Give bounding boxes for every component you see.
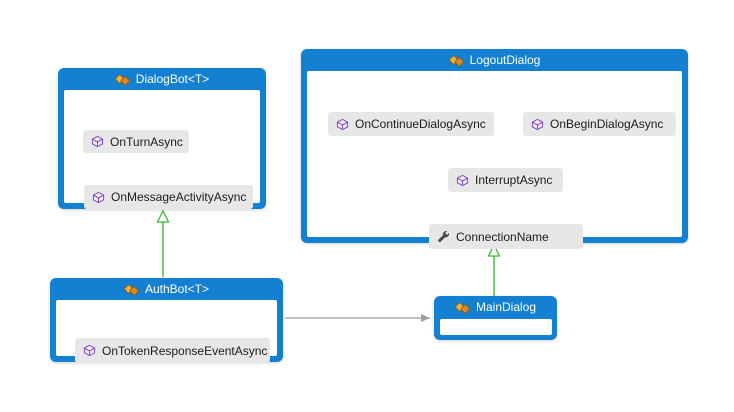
class-title: LogoutDialog — [469, 53, 541, 67]
class-body-logoutdialog: OnContinueDialogAsync OnBeginDialogAsync — [307, 71, 682, 249]
method-icon — [83, 344, 96, 357]
class-title: MainDialog — [475, 300, 537, 314]
member-label: InterruptAsync — [475, 173, 553, 187]
member-onbegindialogasync[interactable]: OnBeginDialogAsync — [523, 112, 676, 136]
member-onmessageactivityasync[interactable]: OnMessageActivityAsync — [84, 185, 253, 209]
member-oncontinuedialogasync[interactable]: OnContinueDialogAsync — [328, 112, 494, 136]
method-icon — [91, 135, 104, 148]
class-title: AuthBot<T> — [144, 282, 210, 296]
method-icon — [336, 118, 349, 131]
class-body-dialogbot: OnTurnAsync OnMessageActivityAsync — [64, 90, 260, 209]
member-onturnasync[interactable]: OnTurnAsync — [83, 130, 189, 153]
class-node-logoutdialog[interactable]: LogoutDialog OnContinueDialogAsync — [301, 49, 688, 249]
class-body-authbot: OnTokenResponseEventAsync — [56, 300, 277, 363]
member-connectionname[interactable]: ConnectionName — [429, 224, 583, 249]
member-interruptasync[interactable]: InterruptAsync — [448, 168, 563, 192]
inheritance-arrow-maindialog-to-logoutdialog[interactable] — [487, 243, 501, 296]
method-icon — [456, 174, 469, 187]
inheritance-arrow-authbot-to-dialogbot[interactable] — [156, 209, 170, 277]
class-icon — [455, 301, 470, 314]
class-header-logoutdialog: LogoutDialog — [301, 49, 688, 71]
class-body-maindialog — [440, 319, 552, 335]
class-node-authbot[interactable]: AuthBot<T> OnTokenResponseEventAsync — [50, 278, 283, 363]
member-ontokenresponseeventasync[interactable]: OnTokenResponseEventAsync — [75, 338, 270, 363]
class-node-dialogbot[interactable]: DialogBot<T> OnTurnAsync — [58, 68, 266, 209]
member-label: OnTurnAsync — [110, 134, 183, 149]
class-icon — [114, 73, 130, 86]
class-node-maindialog[interactable]: MainDialog — [434, 296, 557, 340]
class-icon — [448, 54, 464, 67]
member-label: OnBeginDialogAsync — [550, 117, 664, 131]
member-label: OnMessageActivityAsync — [111, 190, 247, 204]
property-icon — [437, 230, 450, 243]
member-label: OnTokenResponseEventAsync — [102, 343, 268, 358]
method-icon — [531, 118, 544, 131]
member-label: ConnectionName — [456, 229, 549, 244]
member-label: OnContinueDialogAsync — [355, 117, 486, 131]
method-icon — [92, 191, 105, 204]
class-header-dialogbot: DialogBot<T> — [58, 68, 266, 90]
class-icon — [124, 283, 139, 296]
class-title: DialogBot<T> — [135, 72, 210, 86]
class-header-authbot: AuthBot<T> — [50, 278, 283, 300]
class-header-maindialog: MainDialog — [434, 296, 557, 318]
